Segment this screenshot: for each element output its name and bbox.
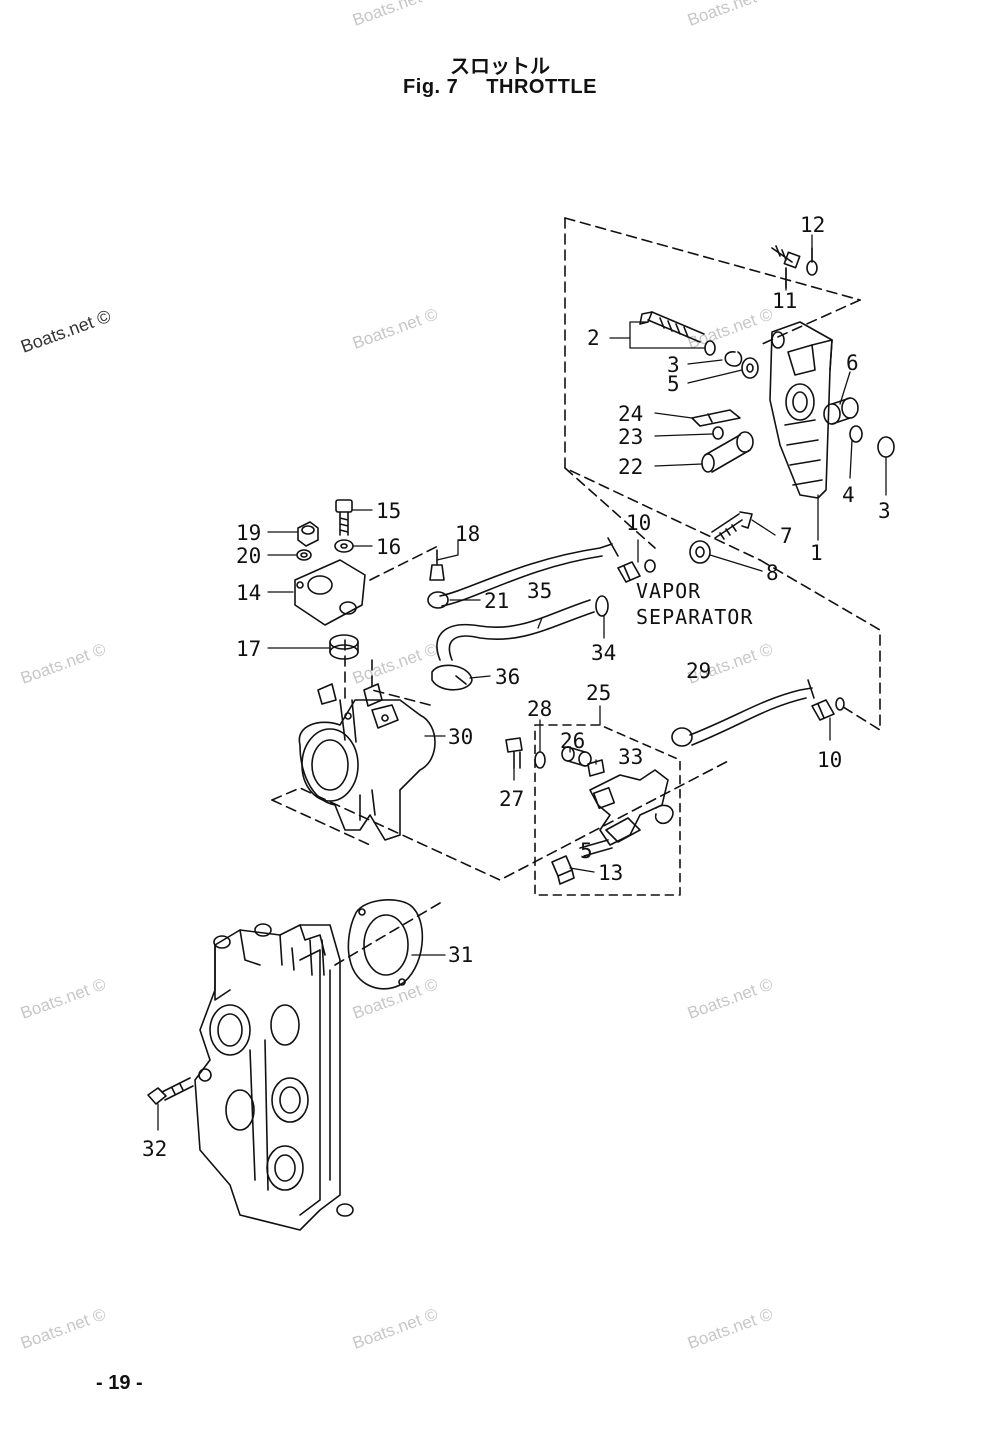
bolt-32 [147, 1077, 194, 1105]
washer-4 [849, 425, 863, 443]
callout-5: 5 [667, 372, 680, 396]
callout-7: 7 [780, 524, 793, 548]
callout-34: 34 [591, 641, 616, 665]
dashed-guide-frame [271, 799, 371, 846]
callout-27: 27 [499, 787, 524, 811]
washer-20 [296, 549, 312, 561]
callout-25: 25 [586, 681, 611, 705]
callout-17: 17 [236, 637, 261, 661]
callout-11: 11 [772, 289, 797, 313]
ring-34 [595, 595, 609, 617]
callout-36: 36 [495, 665, 520, 689]
callout-21: 21 [484, 589, 509, 613]
nut-19 [297, 521, 319, 547]
title-japanese: スロットル [450, 54, 550, 78]
bolt-15 [335, 499, 353, 536]
clip-24 [691, 409, 741, 427]
throttle-rod-21 [427, 537, 619, 609]
collar-8 [689, 540, 711, 564]
collar-5 [741, 357, 759, 379]
callout-35: 35 [527, 579, 552, 603]
callout-20: 20 [236, 544, 261, 568]
callout-1: 1 [810, 541, 823, 565]
callout-26: 26 [560, 729, 585, 753]
screw-27 [505, 737, 523, 769]
callout-5: 5 [580, 839, 593, 863]
callout-13: 13 [598, 861, 623, 885]
callout-3: 3 [878, 499, 891, 523]
pin-26 [561, 746, 592, 767]
callout-31: 31 [448, 943, 473, 967]
screw-11 [771, 245, 801, 269]
callout-16: 16 [376, 535, 401, 559]
spring-ring [724, 351, 743, 367]
sleeve-22 [701, 431, 754, 473]
page-number: - 19 - [96, 1372, 143, 1394]
throttle-rod-29 [671, 679, 815, 747]
dashed-guide-frame [371, 659, 431, 706]
dashed-guide-frame [759, 559, 881, 731]
washer-3 [877, 436, 895, 458]
callout-8: 8 [766, 561, 779, 585]
grommet-17 [329, 634, 359, 660]
callout-33: 33 [618, 745, 643, 769]
callout-6: 6 [846, 351, 859, 375]
dashed-guide-frame [564, 217, 861, 301]
washer-28 [534, 751, 546, 769]
block-13 [551, 855, 575, 885]
callout-28: 28 [527, 697, 552, 721]
callout-labels: 12 11 2 3 5 6 24 23 22 4 3 7 1 8 10 15 1… [142, 213, 891, 1161]
bolt-2 [639, 311, 705, 343]
rod-end-10 [617, 561, 641, 583]
vapor-label: VAPOR [636, 579, 701, 603]
callout-32: 32 [142, 1137, 167, 1161]
callout-15: 15 [376, 499, 401, 523]
callout-12: 12 [800, 213, 825, 237]
callout-29: 29 [686, 659, 711, 683]
figure-name: THROTTLE [486, 76, 597, 98]
leader-lines [157, 234, 887, 1131]
spring-5 [579, 839, 613, 857]
throttle-body-30 [298, 683, 436, 841]
washer-12 [806, 260, 818, 276]
callout-2: 2 [587, 326, 600, 350]
dashed-guide-frame [271, 759, 731, 881]
callout-24: 24 [618, 402, 643, 426]
dashed-guide-frame [369, 544, 441, 581]
washer-3 [704, 340, 716, 356]
bracket-plate-14 [294, 559, 366, 626]
washer-23 [712, 426, 724, 440]
clip-33 [587, 759, 605, 777]
dashed-guide-frame [334, 902, 441, 966]
ball-joint-18 [429, 549, 445, 581]
callout-30: 30 [448, 725, 473, 749]
gasket-31 [347, 899, 424, 990]
washer-16 [334, 539, 354, 553]
callout-18: 18 [455, 522, 480, 546]
callout-10: 10 [817, 748, 842, 772]
dashed-guide-frame [564, 467, 656, 549]
link-lever-25 [589, 769, 674, 846]
dashed-guide-frame [564, 217, 761, 561]
callout-10: 10 [626, 511, 651, 535]
rod-end-10 [811, 699, 835, 721]
callout-22: 22 [618, 455, 643, 479]
hose-35 [436, 599, 595, 661]
intake-manifold [194, 923, 354, 1231]
bolt-7 [711, 511, 753, 540]
figure-title: Fig. 7 THROTTLE [0, 76, 1000, 99]
throttle-arm [769, 321, 833, 499]
separator-label: SEPARATOR [636, 605, 753, 629]
callout-3: 3 [667, 353, 680, 377]
dashed-guide-frame [759, 299, 861, 346]
callout-19: 19 [236, 521, 261, 545]
callout-4: 4 [842, 483, 855, 507]
callout-14: 14 [236, 581, 261, 605]
hose-clamp-36 [431, 664, 473, 691]
callout-23: 23 [618, 425, 643, 449]
figure-number: Fig. 7 [403, 76, 459, 98]
